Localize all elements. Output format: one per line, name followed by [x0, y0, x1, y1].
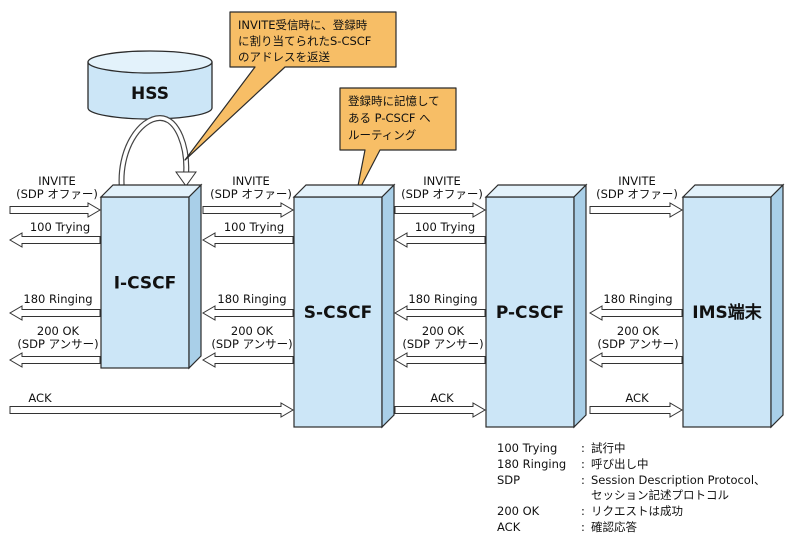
hss-database: HSS — [87, 50, 213, 120]
ack-arrow-3 — [589, 402, 683, 418]
legend-sep-1: : — [581, 441, 585, 455]
callout-scscf-routing: 登録時に記憶して ある P-CSCF へ ルーティング — [339, 87, 457, 197]
msg-ok-3: 200 OK — [422, 324, 465, 338]
callout-2-line-1: 登録時に記憶して — [348, 94, 440, 108]
callout-hss-return: INVITE受信時に、登録時 に割り当てられたS-CSCF のアドレスを返送 — [184, 11, 397, 161]
msg-ack-2: ACK — [430, 391, 454, 405]
trying-arrow-3 — [394, 232, 486, 248]
ok-arrow-2 — [202, 352, 294, 368]
node-scscf: S-CSCF — [292, 183, 396, 429]
legend-desc-3: Session Description Protocol、 — [591, 473, 766, 487]
msg-sdp-offer-2: (SDP オファー) — [210, 187, 292, 201]
legend-sep-5: : — [581, 504, 585, 518]
ok-arrow-4 — [589, 352, 683, 368]
legend-term-3: SDP — [497, 473, 520, 487]
node-ims-terminal-label: IMS端末 — [692, 302, 762, 323]
ack-arrow-2 — [394, 402, 486, 418]
ringing-arrow-2 — [202, 305, 294, 321]
message-labels: INVITE (SDP オファー) INVITE (SDP オファー) INVI… — [16, 174, 678, 405]
msg-ringing-4: 180 Ringing — [603, 292, 672, 306]
msg-ok-2: 200 OK — [231, 324, 274, 338]
legend-term-6: ACK — [497, 520, 521, 534]
msg-sdp-offer-3: (SDP オファー) — [401, 187, 483, 201]
node-icscf: I-CSCF — [99, 183, 203, 370]
msg-trying-2: 100 Trying — [224, 220, 284, 234]
ringing-arrow-4 — [589, 305, 683, 321]
legend-desc-4: セッション記述プロトコル — [591, 488, 729, 502]
ack-arrow-1 — [9, 402, 294, 418]
legend-term-2: 180 Ringing — [497, 457, 566, 471]
msg-sdp-answer-3: (SDP アンサー) — [402, 337, 483, 351]
node-icscf-label: I-CSCF — [114, 274, 177, 294]
legend-sep-3: : — [581, 473, 585, 487]
callout-2-line-3: ルーティング — [348, 128, 417, 142]
msg-invite-2: INVITE — [232, 174, 270, 188]
msg-sdp-answer-2: (SDP アンサー) — [211, 337, 292, 351]
ok-arrow-3 — [394, 352, 486, 368]
message-arrows — [9, 202, 683, 418]
invite-arrow-2 — [202, 202, 294, 218]
msg-sdp-offer-4: (SDP オファー) — [596, 187, 678, 201]
node-pcscf: P-CSCF — [484, 183, 588, 429]
msg-ack-1: ACK — [28, 391, 52, 405]
msg-sdp-offer-1: (SDP オファー) — [16, 187, 98, 201]
legend-sep-6: : — [581, 520, 585, 534]
legend-term-5: 200 OK — [497, 504, 540, 518]
hss-label: HSS — [131, 84, 169, 104]
legend-sep-2: : — [581, 457, 585, 471]
trying-arrow-1 — [9, 232, 101, 248]
invite-arrow-1 — [9, 202, 101, 218]
msg-ack-3: ACK — [625, 391, 649, 405]
msg-trying-3: 100 Trying — [415, 220, 475, 234]
msg-ok-1: 200 OK — [37, 324, 80, 338]
hss-query-arrow — [118, 114, 197, 191]
legend-desc-5: リクエストは成功 — [591, 504, 683, 518]
msg-ringing-1: 180 Ringing — [23, 292, 92, 306]
msg-invite-3: INVITE — [423, 174, 461, 188]
msg-sdp-answer-4: (SDP アンサー) — [597, 337, 678, 351]
legend-desc-2: 呼び出し中 — [591, 457, 649, 471]
callout-1-line-1: INVITE受信時に、登録時 — [238, 18, 368, 32]
node-pcscf-label: P-CSCF — [496, 303, 564, 323]
callout-1-line-3: のアドレスを返送 — [238, 50, 330, 64]
legend-term-1: 100 Trying — [497, 441, 557, 455]
msg-ringing-2: 180 Ringing — [217, 292, 286, 306]
network-nodes: I-CSCF S-CSCF P-CSCF IMS端末 — [99, 183, 785, 429]
msg-sdp-answer-1: (SDP アンサー) — [17, 337, 98, 351]
node-scscf-label: S-CSCF — [304, 303, 372, 323]
msg-trying-1: 100 Trying — [30, 220, 90, 234]
ok-arrow-1 — [9, 352, 101, 368]
callout-1-line-2: に割り当てられたS-CSCF — [238, 34, 371, 48]
msg-invite-1: INVITE — [38, 174, 76, 188]
trying-arrow-2 — [202, 232, 294, 248]
legend-desc-6: 確認応答 — [591, 520, 637, 534]
msg-ok-4: 200 OK — [617, 324, 660, 338]
invite-arrow-4 — [589, 202, 683, 218]
callout-2-line-2: ある P-CSCF へ — [348, 111, 431, 125]
legend-desc-1: 試行中 — [591, 441, 626, 455]
ringing-arrow-3 — [394, 305, 486, 321]
msg-invite-4: INVITE — [618, 174, 656, 188]
legend: 100 Trying : 試行中 180 Ringing : 呼び出し中 SDP… — [497, 441, 766, 534]
msg-ringing-3: 180 Ringing — [408, 292, 477, 306]
node-ims-terminal: IMS端末 — [681, 183, 785, 429]
ringing-arrow-1 — [9, 305, 101, 321]
invite-arrow-3 — [394, 202, 486, 218]
